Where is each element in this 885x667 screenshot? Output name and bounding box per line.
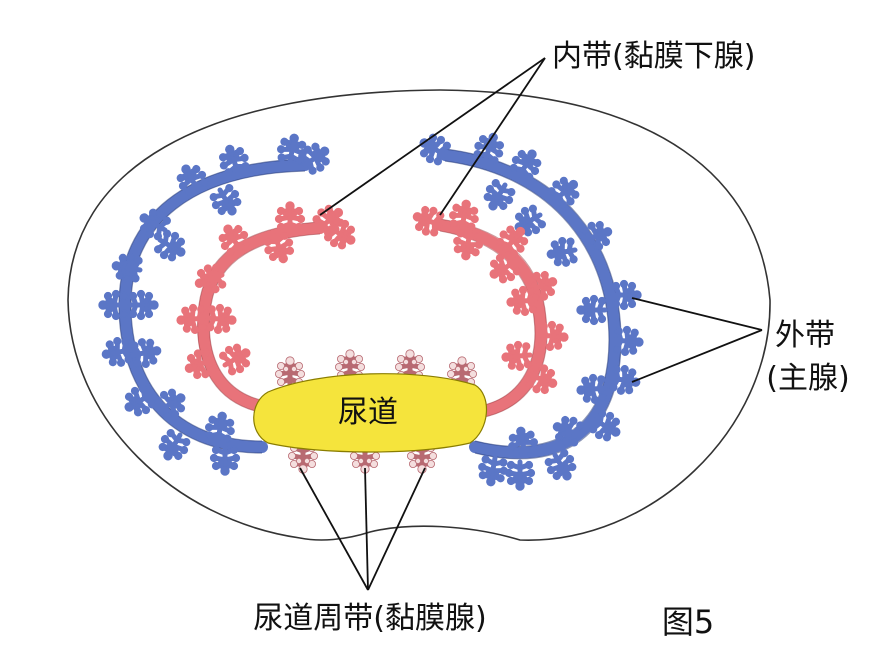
urethra: 尿道 [253, 373, 488, 453]
inner-zone-glands [176, 198, 570, 399]
figure-number-label: 图5 [662, 603, 714, 641]
inner-zone-ducts [197, 219, 547, 418]
outer-zone-label-line1: 外带 [775, 318, 835, 353]
leader-lines [299, 57, 763, 591]
urethra-label: 尿道 [338, 395, 398, 430]
outer-zone-label-line2: (主腺) [766, 361, 849, 396]
prostate-capsule-outline [67, 89, 771, 541]
inner-zone-label: 内带(黏膜下腺) [552, 39, 755, 74]
periurethral-zone-label: 尿道周带(黏膜腺) [253, 601, 486, 636]
